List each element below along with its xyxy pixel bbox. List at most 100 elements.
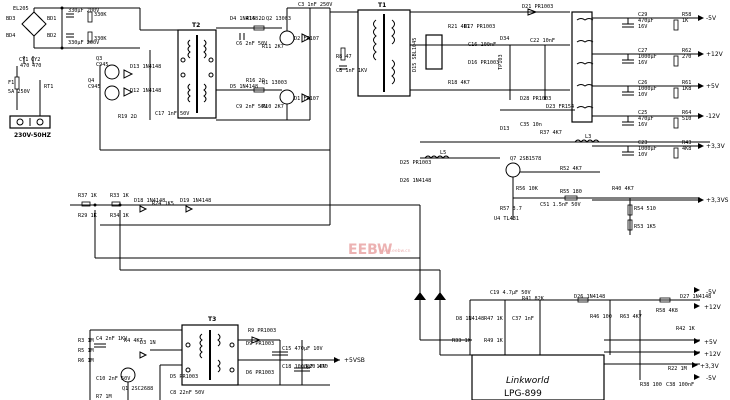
d23-label: D23 FR154	[546, 104, 574, 110]
d21-label: D21 PR1003	[522, 4, 553, 10]
c4-label: C4 2nF 1KV	[96, 336, 127, 342]
r37c-label: R37 1K	[78, 193, 98, 199]
output-label-1: +12V	[706, 51, 724, 58]
watermark-logo: EEBW	[348, 242, 392, 258]
output-label-3: -12V	[706, 113, 721, 120]
r52-label: R52 4K7	[560, 166, 582, 172]
output-res-value-4: 4K8	[682, 146, 691, 152]
c35-label: C35 10n	[520, 122, 542, 128]
d15-label: D15 SBL1045	[412, 38, 418, 72]
d4-label: D4 1N4148	[230, 16, 258, 22]
r1-label: 330K	[94, 12, 107, 18]
output-cap-voltage-0: 16V	[638, 24, 647, 30]
r40-label: R40 4K7	[612, 186, 634, 192]
d1-label: D1 FR107	[294, 96, 319, 102]
output-cap-name-3: C25	[638, 110, 647, 116]
bridge-bd2-label: BD2	[47, 33, 56, 39]
r33c-label: R33 1K	[110, 193, 130, 199]
r34c-label: R34 1K	[110, 213, 130, 219]
c51-label: C51 1.5nF 50V	[540, 202, 581, 208]
output-res-4	[673, 147, 679, 159]
output-cap-voltage-4: 10V	[638, 152, 647, 158]
mains-label: 230V-50HZ	[14, 132, 52, 139]
d13b-label: D13	[500, 126, 509, 132]
r21-label: R21 4K7	[448, 24, 470, 30]
r58c-label: R58 4K8	[656, 308, 678, 314]
t2-label: T2	[192, 22, 200, 29]
r7-label: R7 1M	[96, 394, 112, 400]
u4-label: U4 TL431	[494, 216, 519, 222]
output-arrow-2	[698, 83, 704, 89]
r9-label: R9 PR1003	[248, 328, 276, 334]
q4-label: Q4	[88, 78, 94, 84]
r29c-label: R29 1K	[78, 213, 98, 219]
l5-label: L5	[440, 150, 446, 156]
output-res-value-3: 510	[682, 116, 691, 122]
c17-label: C17 1nF 50V	[155, 111, 189, 117]
d18-label: D18 1N4148	[134, 198, 165, 204]
output-res-value-0: 1K	[682, 18, 689, 24]
fuse-label: F1	[8, 80, 14, 86]
c38-label: C38 100nF	[666, 382, 694, 388]
t3-label: T3	[208, 316, 216, 323]
t3-transformer	[181, 324, 239, 386]
c8-label: C8 1nF 1KV	[336, 68, 367, 74]
standby-output-label: +5VSB	[344, 357, 365, 364]
fuse-rating: 5A 250V	[8, 89, 30, 95]
r56-label: R56 10K	[516, 186, 539, 192]
q4-transistor	[104, 85, 120, 101]
t1-label: T1	[378, 2, 386, 9]
output-choke	[571, 11, 593, 123]
d27-label: D27 1N4148	[680, 294, 711, 300]
l3-label: L3	[585, 134, 591, 140]
r5-label: R5 1M	[78, 348, 94, 354]
output-cap-value-2: 1000μF	[638, 86, 657, 92]
output-label-5: +3,3VS	[706, 197, 729, 204]
r54-label: R54 510	[634, 206, 656, 212]
r63-label: R63 4K7	[620, 314, 642, 320]
output-cap-value-0: 470μF	[638, 18, 654, 24]
output-cap-name-2: C26	[638, 80, 647, 86]
output-cap-value-4: 1000μF	[638, 146, 657, 152]
q4-part: C945	[88, 84, 101, 90]
bridge-bd4-label: BD4	[6, 33, 15, 39]
c37-label: C37 1nF	[512, 316, 534, 322]
output-res-name-1: R62	[682, 48, 691, 54]
r42-label: R42 1K	[676, 326, 696, 332]
watermark: EEBW www.eebw.cn	[348, 242, 411, 258]
q2-transistor	[279, 30, 295, 46]
r2-label: 330K	[94, 36, 107, 42]
output-res-name-3: R64	[682, 110, 691, 116]
r16-label: R16 2Ω	[246, 78, 265, 84]
q2-label: Q2 13003	[266, 16, 291, 22]
r57-label: R57 3.7	[500, 206, 522, 212]
q3-part: C945	[96, 62, 109, 68]
q7-label: Q7 2SB1578	[510, 156, 541, 162]
r8-label: R8 47	[336, 54, 352, 60]
r10-label: R10 2K7	[262, 104, 284, 110]
output-res-value-2: 1K8	[682, 86, 691, 92]
cy1-label: CY1	[19, 57, 28, 63]
d16-label: D16 PR1003	[468, 60, 499, 66]
mains-connector	[9, 115, 51, 129]
output-cap-value-1: 1000μF	[638, 54, 657, 60]
c10-label: C10 2nF 50V	[96, 376, 130, 382]
ctrl-out-2: +12V	[704, 304, 722, 311]
c18-label: C18 1000μF 10V	[282, 364, 326, 370]
c2-label: 330μF 200V	[68, 8, 99, 14]
bridge-bd3-label: BD3	[6, 16, 15, 22]
q1-transistor	[279, 89, 295, 105]
output-res-2	[673, 87, 679, 99]
r22-label: R22 1M	[668, 366, 687, 372]
output-label-4: +3,3V	[706, 143, 726, 150]
output-cap-voltage-3: 16V	[638, 122, 647, 128]
r6-label: R6 1M	[78, 358, 94, 364]
r46-label: R46 100	[590, 314, 612, 320]
standby-section: T3 R3 1M R5 1M R6 1M C4 2nF 1KV R4 4K7 D…	[78, 316, 365, 400]
control-section: R37 1K R29 1K R33 1K R34 1K D18 1N4148 R…	[70, 150, 722, 400]
q3-transistor	[104, 64, 120, 80]
r24-label: R24 1K5	[152, 201, 174, 207]
output-cap-name-1: C27	[638, 48, 647, 54]
ctrl-out-4: +12V	[704, 351, 722, 358]
output-cap-name-0: C29	[638, 12, 647, 18]
